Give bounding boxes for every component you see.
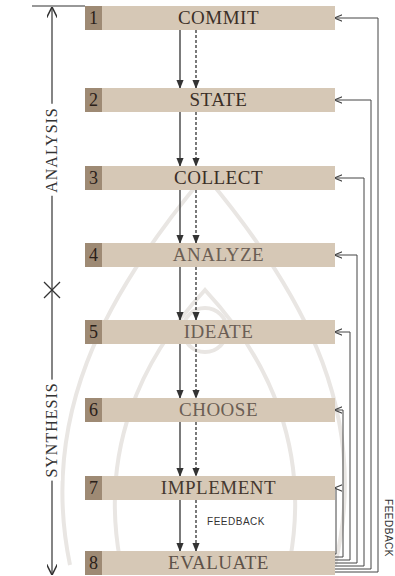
feedback-label: FEEDBACK <box>204 516 268 527</box>
step-name: STATE <box>102 88 335 112</box>
flow-arrow <box>179 344 180 398</box>
step-number: 8 <box>85 551 102 575</box>
process-step-bar: 5IDEATE <box>85 320 335 344</box>
process-step-bar: 4ANALYZE <box>85 243 335 267</box>
dashed-flow-arrow <box>195 30 196 88</box>
process-step-bar: 3COLLECT <box>85 166 335 190</box>
step-number: 7 <box>85 476 102 500</box>
feedback-arrow <box>335 178 364 566</box>
phase-label: ANALYSIS <box>43 104 61 196</box>
step-number: 3 <box>85 166 102 190</box>
step-name: IMPLEMENT <box>102 476 335 500</box>
dashed-flow-arrow <box>195 190 196 243</box>
process-step-bar: 1COMMIT <box>85 6 335 30</box>
flow-arrow <box>179 112 180 166</box>
step-name: CHOOSE <box>102 398 335 422</box>
step-number: 4 <box>85 243 102 267</box>
feedback-label: FEEDBACK <box>383 496 394 560</box>
dashed-flow-arrow <box>195 500 196 551</box>
step-number: 1 <box>85 6 102 30</box>
process-step-bar: 7IMPLEMENT <box>85 476 335 500</box>
feedback-arrow <box>335 410 343 557</box>
flow-arrow <box>179 267 180 320</box>
flow-arrow <box>179 190 180 243</box>
feedback-arrow <box>335 100 371 569</box>
step-name: COLLECT <box>102 166 335 190</box>
watermark <box>62 175 345 565</box>
step-number: 6 <box>85 398 102 422</box>
step-name: COMMIT <box>102 6 335 30</box>
step-number: 5 <box>85 320 102 344</box>
dashed-flow-arrow <box>195 267 196 320</box>
flow-arrow <box>179 500 180 551</box>
step-number: 2 <box>85 88 102 112</box>
flow-arrow <box>179 30 180 88</box>
dimension-lines <box>32 6 85 574</box>
dashed-flow-arrow <box>195 112 196 166</box>
step-name: IDEATE <box>102 320 335 344</box>
flow-arrow <box>179 422 180 476</box>
feedback-arrow <box>335 18 378 572</box>
dashed-flow-arrow <box>195 422 196 476</box>
step-name: EVALUATE <box>102 551 335 575</box>
process-step-bar: 2STATE <box>85 88 335 112</box>
feedback-arrow <box>335 332 350 560</box>
process-step-bar: 6CHOOSE <box>85 398 335 422</box>
feedback-arrow <box>335 488 336 554</box>
dashed-flow-arrow <box>195 344 196 398</box>
step-name: ANALYZE <box>102 243 335 267</box>
phase-label: SYNTHESIS <box>43 379 61 480</box>
process-step-bar: 8EVALUATE <box>85 551 335 575</box>
feedback-arrow <box>335 255 357 563</box>
